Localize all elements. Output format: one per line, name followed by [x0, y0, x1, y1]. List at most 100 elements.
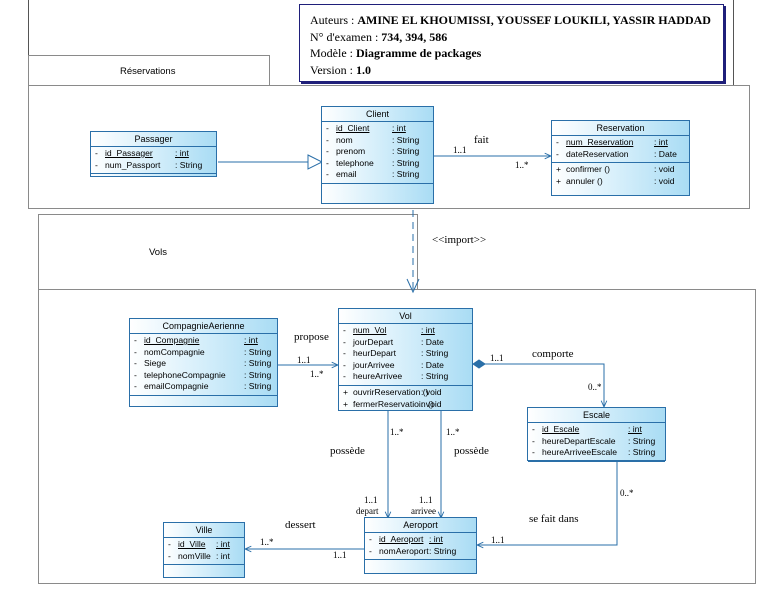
class-title: Aeroport — [365, 518, 476, 533]
operations-compartment — [164, 565, 244, 572]
attribute-row[interactable]: -heureArrivee: String — [339, 371, 472, 383]
attribute-name: id_Ville — [178, 539, 206, 549]
mult-propose-compagnie: 1..1 — [297, 355, 311, 365]
attribute-name: num_Passport — [105, 159, 161, 170]
attribute-row[interactable]: -telephone: String — [322, 158, 433, 170]
attribute-row[interactable]: -id_Ville: int — [164, 539, 244, 551]
attribute-row[interactable]: -email: String — [322, 169, 433, 181]
class-title: Reservation — [552, 121, 689, 136]
attribute-row[interactable]: -id_Compagnie: int — [130, 335, 277, 347]
attributes-compartment: -id_Compagnie: int-nomCompagnie: String-… — [130, 334, 277, 396]
attribute-row[interactable]: -heureArriveeEscale: String — [528, 447, 665, 459]
attribute-row[interactable]: -prenom : String — [322, 146, 433, 158]
label-import: <<import>> — [432, 234, 487, 246]
attribute-name: dateReservation — [566, 148, 629, 159]
visibility-marker: - — [168, 539, 171, 549]
operation-row[interactable]: +annuler (): void — [552, 176, 689, 188]
class-client[interactable]: Client-id_Client: int-nom: String-prenom… — [321, 106, 434, 204]
operation-row[interactable]: +confirmer (): void — [552, 164, 689, 176]
info-model: Modèle : Diagramme de packages — [310, 46, 482, 60]
attribute-row[interactable]: -num_Passport: String — [91, 160, 216, 172]
mult-comporte-vol: 1..1 — [490, 353, 504, 363]
class-vol[interactable]: Vol-num_Vol: int-jourDepart: Date-heurDe… — [338, 308, 473, 411]
attribute-name: telephoneCompagnie — [144, 369, 226, 380]
attribute-row[interactable]: -nom: String — [322, 135, 433, 147]
operation-name: annuler () — [566, 175, 603, 186]
attribute-type: : String — [421, 371, 449, 382]
attribute-name: nomAeroport — [379, 545, 429, 556]
operation-return-type: : void — [654, 164, 675, 175]
class-passager[interactable]: Passager-id_Passager: int-num_Passport: … — [90, 131, 217, 177]
attribute-type: : String — [392, 146, 420, 157]
attribute-row[interactable]: -heureDepartEscale: String — [528, 436, 665, 448]
attribute-name: id_Compagnie — [144, 335, 200, 345]
attribute-row[interactable]: -heurDepart: String — [339, 348, 472, 360]
composition-comporte — [484, 363, 604, 407]
attribute-row[interactable]: -nomCompagnie: String — [130, 347, 277, 359]
role-arrivee: arrivee — [411, 506, 436, 516]
attribute-type: : String — [175, 159, 203, 170]
attribute-row[interactable]: -telephoneCompagnie: String — [130, 370, 277, 382]
attribute-row[interactable]: -id_Escale: int — [528, 424, 665, 436]
attribute-type: : int — [654, 137, 668, 147]
attribute-name: prenom — [336, 146, 366, 157]
visibility-marker: - — [556, 148, 559, 159]
class-compagnie-aerienne[interactable]: CompagnieAerienne-id_Compagnie: int-nomC… — [129, 318, 278, 407]
attribute-row[interactable]: -nomAeroport: String — [365, 546, 476, 558]
visibility-marker: - — [134, 335, 137, 345]
label-propose: propose — [294, 331, 329, 343]
attribute-type: : String — [429, 545, 457, 556]
operations-compartment — [528, 462, 665, 469]
mult-possede-depart-vol: 1..* — [390, 427, 404, 437]
attribute-row[interactable]: -emailCompagnie: String — [130, 381, 277, 393]
attribute-name: heureArrivee — [353, 371, 403, 382]
class-escale[interactable]: Escale-id_Escale: int-heureDepartEscale:… — [527, 407, 666, 462]
attribute-row[interactable]: -nomVille: int — [164, 551, 244, 563]
visibility-marker: - — [532, 435, 535, 446]
attribute-row[interactable]: -jourDepart: Date — [339, 337, 472, 349]
attribute-type: : Date — [421, 336, 444, 347]
attribute-name: Siege — [144, 358, 166, 369]
label-fait: fait — [474, 134, 489, 146]
visibility-marker: - — [326, 146, 329, 157]
label-possede-depart: possède — [330, 445, 365, 457]
dependency-import-arrowhead — [406, 278, 420, 294]
attribute-name: num_Vol — [353, 325, 387, 335]
operation-row[interactable]: +fermerReservatioin (): void — [339, 399, 472, 411]
attribute-type: : Date — [654, 148, 677, 159]
attribute-name: id_Client — [336, 123, 370, 133]
attribute-row[interactable]: -dateReservation : Date — [552, 149, 689, 161]
attribute-name: telephone — [336, 157, 374, 168]
document-info-box: Auteurs : AMINE EL KHOUMISSI, YOUSSEF LO… — [299, 4, 724, 82]
attribute-row[interactable]: -jourArrivee: Date — [339, 360, 472, 372]
attribute-name: heureArriveeEscale — [542, 447, 617, 458]
attribute-row[interactable]: -id_Aeroport: int — [365, 534, 476, 546]
mult-fait-reservation: 1..* — [515, 160, 529, 170]
mult-comporte-escale: 0..* — [588, 382, 602, 392]
attribute-row[interactable]: -id_Passager: int — [91, 148, 216, 160]
visibility-marker: - — [134, 381, 137, 392]
attribute-row[interactable]: -Siege: String — [130, 358, 277, 370]
attribute-row[interactable]: -id_Client: int — [322, 123, 433, 135]
attribute-type: : int — [429, 534, 443, 544]
attribute-row[interactable]: -num_Reservation: int — [552, 137, 689, 149]
attribute-name: jourArrivee — [353, 359, 395, 370]
visibility-marker: - — [168, 550, 171, 561]
attribute-name: id_Passager — [105, 148, 153, 158]
class-ville[interactable]: Ville-id_Ville: int-nomVille: int — [163, 522, 245, 578]
class-reservation[interactable]: Reservation-num_Reservation: int-dateRes… — [551, 120, 690, 196]
attribute-name: nomCompagnie — [144, 346, 205, 357]
attributes-compartment: -num_Vol: int-jourDepart: Date-heurDepar… — [339, 324, 472, 386]
operation-name: confirmer () — [566, 164, 610, 175]
label-se-fait-dans: se fait dans — [529, 513, 579, 525]
visibility-marker: - — [532, 447, 535, 458]
attribute-type: : String — [628, 435, 656, 446]
class-aeroport[interactable]: Aeroport-id_Aeroport: int-nomAeroport: S… — [364, 517, 477, 574]
class-title: CompagnieAerienne — [130, 319, 277, 334]
operations-compartment: +confirmer (): void+annuler (): void — [552, 163, 689, 189]
attribute-name: emailCompagnie — [144, 381, 209, 392]
visibility-marker: - — [343, 325, 346, 335]
attribute-row[interactable]: -num_Vol: int — [339, 325, 472, 337]
visibility-marker: + — [556, 175, 562, 186]
operation-row[interactable]: +ouvrirReservation (): void — [339, 387, 472, 399]
